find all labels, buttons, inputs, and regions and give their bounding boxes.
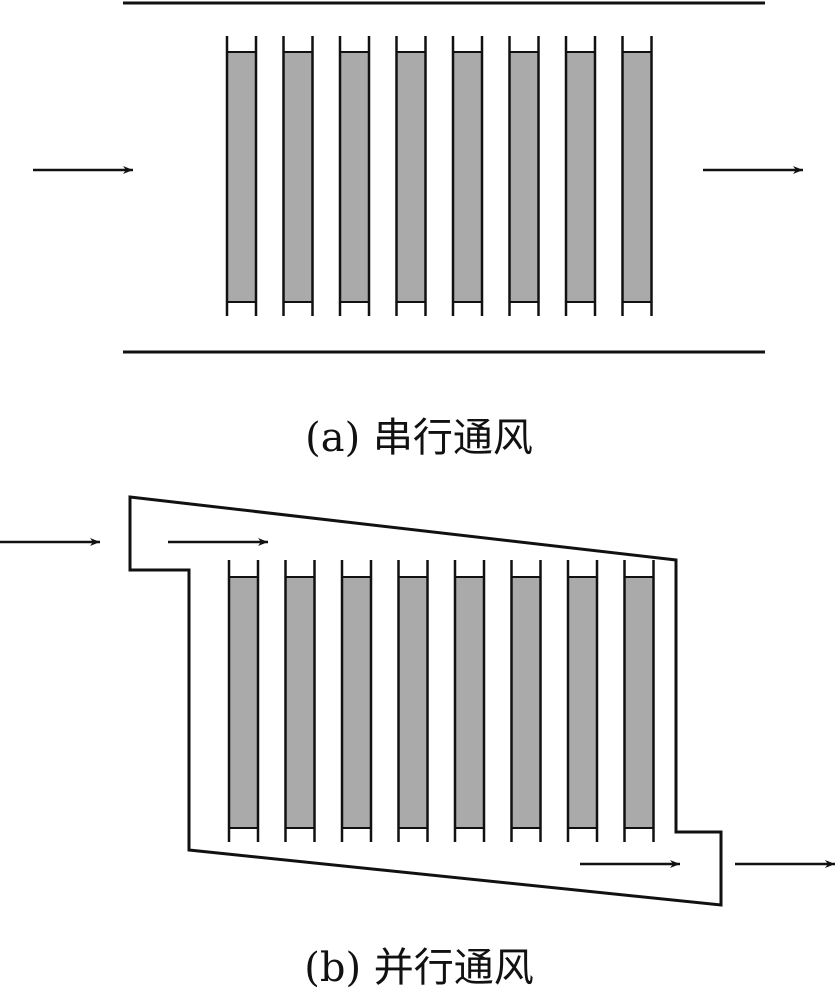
plate-body	[567, 576, 598, 829]
caption-series-ventilation: (a) 串行通风	[305, 415, 533, 461]
plate-body	[339, 51, 370, 303]
plate	[564, 36, 597, 316]
plate-body	[282, 51, 314, 303]
plate	[453, 560, 486, 842]
plate	[451, 36, 484, 316]
plate-stack	[225, 36, 653, 316]
plate	[227, 560, 260, 842]
plate-body	[228, 576, 259, 829]
plate-body	[565, 51, 596, 303]
plate	[395, 36, 427, 316]
plate-body	[341, 576, 372, 829]
plate-body	[623, 576, 655, 829]
plate-body	[452, 51, 483, 303]
plate	[566, 560, 599, 842]
plate-body	[621, 51, 653, 303]
plate	[338, 36, 371, 316]
caption-parallel-ventilation: (b) 并行通风	[304, 945, 534, 991]
plate	[510, 560, 542, 842]
plate	[282, 36, 314, 316]
plate-body	[510, 576, 542, 829]
plate	[621, 36, 653, 316]
series-ventilation-diagram	[33, 1, 803, 354]
plate	[340, 560, 373, 842]
plate	[508, 36, 540, 316]
plate-body	[226, 51, 257, 303]
plate	[397, 560, 429, 842]
plate	[225, 36, 258, 316]
plate-body	[508, 51, 540, 303]
plate-body	[397, 576, 429, 829]
plate	[284, 560, 316, 842]
plate-body	[395, 51, 427, 303]
plate-body	[284, 576, 316, 829]
manifold-outline	[128, 495, 723, 907]
plate-body	[454, 576, 485, 829]
plate-stack	[227, 560, 655, 842]
parallel-ventilation-diagram	[0, 495, 835, 907]
plate	[623, 560, 655, 842]
